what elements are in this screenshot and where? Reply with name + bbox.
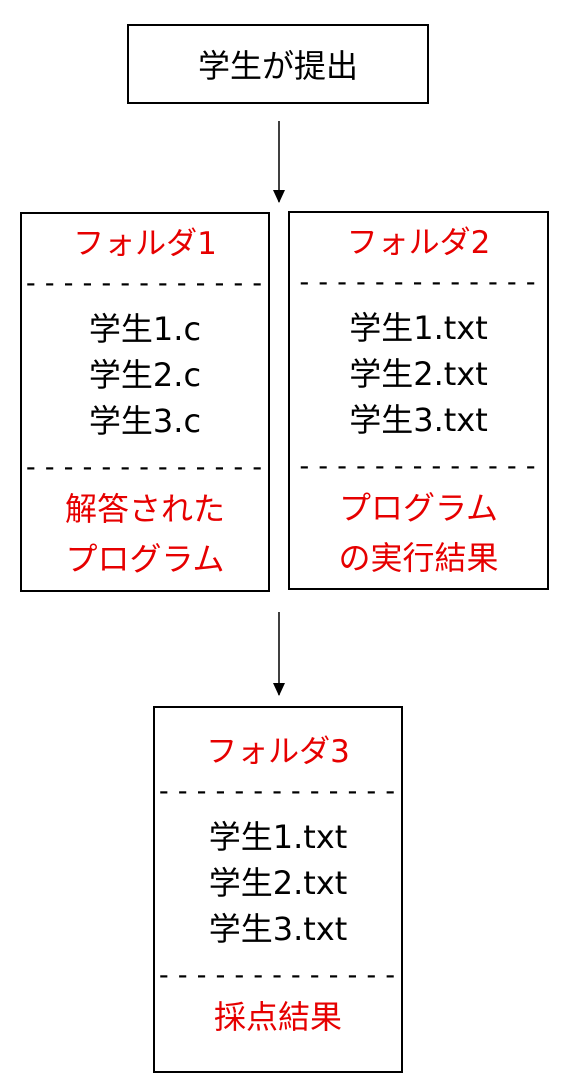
arrowhead-bottom xyxy=(273,683,285,696)
folder-2-title: フォルダ2 xyxy=(346,225,491,261)
file-item: 学生1.txt xyxy=(349,309,488,347)
file-item: 学生2.txt xyxy=(208,864,348,902)
folder-3-separator-bottom: ------------- xyxy=(155,958,401,991)
file-item: 学生2.c xyxy=(88,356,202,394)
file-item: 学生3.txt xyxy=(349,401,488,439)
folder-3-box: フォルダ3 ------------- 学生1.txt 学生2.txt 学生3.… xyxy=(153,706,403,1073)
folder-3-file-list: 学生1.txt 学生2.txt 学生3.txt xyxy=(155,814,401,952)
folder-2-file-list: 学生1.txt 学生2.txt 学生3.txt xyxy=(290,305,547,443)
file-item: 学生1.c xyxy=(88,310,202,348)
folder-2-box: フォルダ2 ------------- 学生1.txt 学生2.txt 学生3.… xyxy=(288,211,549,590)
submit-box: 学生が提出 xyxy=(127,24,429,104)
submit-label: 学生が提出 xyxy=(197,47,358,85)
folder-3-separator-top: ------------- xyxy=(155,774,401,807)
folder-3-title: フォルダ3 xyxy=(206,734,350,770)
folder-1-desc-line: 解答された xyxy=(64,490,225,528)
folder-1-box: フォルダ1 ------------- 学生1.c 学生2.c 学生3.c --… xyxy=(20,212,270,592)
folder-1-desc-line: プログラム xyxy=(65,540,225,578)
folder-1-separator-top: ------------- xyxy=(22,266,268,299)
folder-1-title: フォルダ1 xyxy=(73,226,217,262)
folder-2-desc-line: プログラム xyxy=(338,489,499,527)
file-item: 学生2.txt xyxy=(349,355,488,393)
folder-2-separator-top: ------------- xyxy=(295,265,542,298)
folder-2-desc-line: の実行結果 xyxy=(338,539,499,577)
folder-1-file-list: 学生1.c 学生2.c 学生3.c xyxy=(22,306,268,444)
file-item: 学生3.c xyxy=(88,402,202,440)
folder-2-separator-bottom: ------------- xyxy=(295,449,542,482)
folder-3-desc-line: 採点結果 xyxy=(213,998,342,1036)
folder-1-separator-bottom: ------------- xyxy=(22,450,268,483)
file-item: 学生1.txt xyxy=(208,818,348,856)
file-item: 学生3.txt xyxy=(208,910,348,948)
arrowhead-top xyxy=(273,190,285,203)
